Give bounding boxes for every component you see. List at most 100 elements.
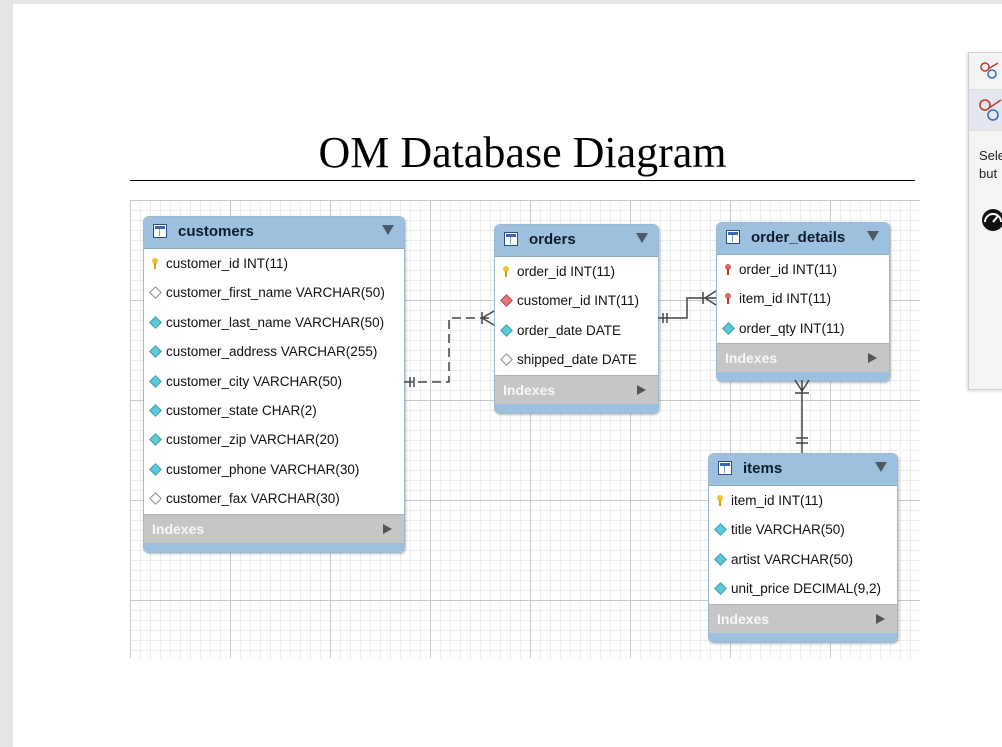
- collapse-arrow-icon[interactable]: [382, 225, 394, 235]
- column-label: unit_price DECIMAL(9,2): [731, 581, 882, 597]
- column-icon: [722, 321, 735, 335]
- primary-key-icon: [151, 258, 159, 269]
- table-footer: [144, 542, 404, 552]
- side-panel: Sele but: [968, 52, 1002, 390]
- indexes-section[interactable]: Indexes: [709, 603, 897, 633]
- column-row: order_id INT(11): [717, 255, 889, 284]
- column-label: customer_state CHAR(2): [166, 402, 317, 418]
- column-row: customer_city VARCHAR(50): [144, 367, 404, 396]
- table-icon: [726, 230, 740, 244]
- column-label: title VARCHAR(50): [731, 522, 845, 538]
- foreign-primary-key-icon: [724, 293, 732, 305]
- primary-key-icon: [502, 266, 510, 277]
- indexes-section[interactable]: Indexes: [717, 343, 889, 373]
- table-icon: [153, 224, 167, 238]
- table-name: customers: [178, 223, 254, 240]
- column-label: order_date DATE: [517, 322, 622, 338]
- table-header: orders: [495, 225, 658, 257]
- column-label: customer_last_name VARCHAR(50): [166, 314, 385, 330]
- collapse-arrow-icon[interactable]: [875, 462, 887, 472]
- column-icon: [149, 404, 162, 417]
- expand-arrow-icon[interactable]: [868, 353, 877, 364]
- column-label: artist VARCHAR(50): [731, 551, 854, 567]
- column-icon: [149, 345, 162, 359]
- column-row: item_id INT(11): [717, 284, 889, 313]
- table-footer: [709, 632, 897, 642]
- table-header: order_details: [717, 223, 889, 255]
- side-panel-text: Sele but: [979, 148, 1002, 181]
- column-row: unit_price DECIMAL(9,2): [709, 574, 897, 603]
- column-row: order_id INT(11): [495, 257, 658, 286]
- column-label: order_id INT(11): [517, 264, 616, 279]
- column-label: customer_zip VARCHAR(20): [166, 432, 340, 448]
- indexes-label: Indexes: [152, 520, 205, 537]
- table-orders[interactable]: orders order_id INT(11) customer_id INT(…: [494, 224, 659, 414]
- indexes-label: Indexes: [503, 381, 556, 398]
- column-icon: [149, 433, 162, 447]
- column-label: order_qty INT(11): [739, 320, 845, 336]
- table-order-details[interactable]: order_details order_id INT(11) item_id I…: [716, 222, 890, 383]
- column-icon: [714, 582, 727, 596]
- table-name: items: [743, 460, 783, 477]
- collapse-arrow-icon[interactable]: [867, 231, 879, 241]
- collapse-arrow-icon[interactable]: [636, 233, 648, 243]
- table-icon: [718, 461, 732, 475]
- gauge-icon[interactable]: [980, 207, 1002, 233]
- primary-key-icon: [716, 495, 724, 506]
- indexes-section[interactable]: Indexes: [144, 513, 404, 543]
- indexes-section[interactable]: Indexes: [495, 374, 658, 404]
- column-row: customer_id INT(11): [495, 286, 658, 315]
- column-row: shipped_date DATE: [495, 345, 658, 374]
- column-icon: [149, 374, 162, 388]
- column-label: customer_city VARCHAR(50): [166, 373, 343, 389]
- column-icon: [149, 462, 162, 476]
- column-row: title VARCHAR(50): [709, 515, 897, 544]
- column-row: artist VARCHAR(50): [709, 545, 897, 574]
- side-panel-row[interactable]: [969, 90, 1002, 131]
- indexes-label: Indexes: [717, 610, 770, 627]
- column-icon: [149, 315, 162, 329]
- column-row: customer_address VARCHAR(255): [144, 337, 404, 366]
- expand-arrow-icon[interactable]: [876, 613, 885, 624]
- snip-tool-icon[interactable]: [978, 59, 1002, 83]
- table-footer: [717, 372, 889, 382]
- column-icon: [500, 323, 513, 337]
- column-label: customer_id INT(11): [517, 293, 640, 309]
- column-label: customer_id INT(11): [166, 256, 289, 271]
- column-row: customer_last_name VARCHAR(50): [144, 308, 404, 337]
- column-row: customer_first_name VARCHAR(50): [144, 278, 404, 307]
- expand-arrow-icon[interactable]: [383, 523, 392, 534]
- foreign-key-icon: [500, 294, 513, 308]
- table-header: items: [709, 454, 897, 486]
- title-divider: [130, 180, 915, 181]
- column-icon: [714, 552, 727, 566]
- table-customers[interactable]: customers customer_id INT(11) customer_f…: [143, 216, 405, 553]
- page-title: OM Database Diagram: [318, 128, 727, 177]
- table-items[interactable]: items item_id INT(11) title VARCHAR(50) …: [708, 453, 898, 643]
- snip-tool-icon[interactable]: [977, 96, 1002, 126]
- expand-arrow-icon[interactable]: [637, 384, 646, 395]
- nullable-column-icon: [500, 353, 513, 367]
- column-row: customer_state CHAR(2): [144, 396, 404, 425]
- table-header: customers: [144, 217, 404, 249]
- column-label: item_id INT(11): [731, 493, 824, 508]
- column-row: item_id INT(11): [709, 486, 897, 515]
- column-label: customer_phone VARCHAR(30): [166, 461, 360, 477]
- table-footer: [495, 403, 658, 413]
- column-label: order_id INT(11): [739, 262, 838, 277]
- column-icon: [714, 523, 727, 537]
- table-icon: [504, 232, 518, 246]
- column-label: customer_first_name VARCHAR(50): [166, 285, 385, 301]
- column-label: item_id INT(11): [739, 291, 832, 307]
- column-row: customer_zip VARCHAR(20): [144, 425, 404, 454]
- side-panel-row[interactable]: [969, 53, 1002, 90]
- indexes-label: Indexes: [725, 350, 778, 367]
- column-row: customer_phone VARCHAR(30): [144, 455, 404, 484]
- nullable-column-icon: [149, 286, 162, 300]
- column-row: customer_id INT(11): [144, 249, 404, 278]
- column-row: customer_fax VARCHAR(30): [144, 484, 404, 513]
- column-row: order_qty INT(11): [717, 314, 889, 343]
- column-label: customer_fax VARCHAR(30): [166, 491, 340, 507]
- table-name: order_details: [751, 229, 846, 246]
- table-name: orders: [529, 231, 576, 248]
